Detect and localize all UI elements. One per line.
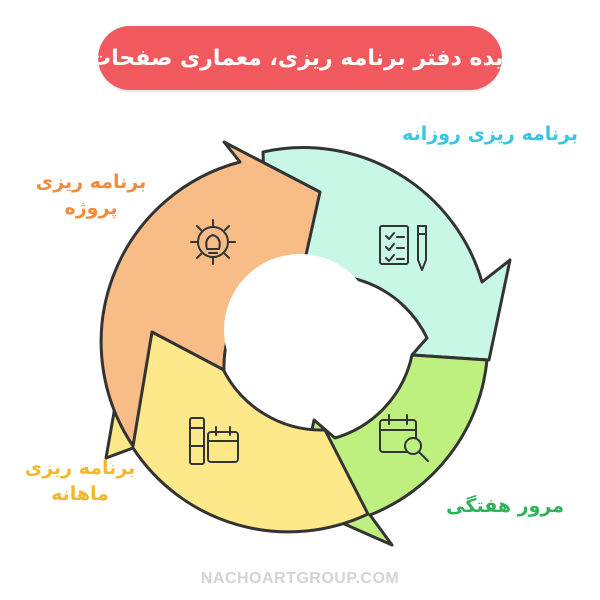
stage-daily-label: برنامه ریزی روزانه: [402, 122, 578, 148]
stage-monthly-label: برنامه ریزی ماهانه: [10, 456, 150, 507]
stage-weekly-label-text: مرور هفتگی: [446, 495, 564, 517]
calendar-search-icon: [379, 414, 429, 462]
page-title: ایده دفتر برنامه ریزی، معماری صفحات: [89, 45, 511, 71]
gear-bulb-icon: [190, 219, 236, 265]
footer-watermark: NACHOARTGROUP.COM: [200, 570, 400, 587]
stage-monthly-label-line1: برنامه ریزی: [24, 457, 136, 479]
checklist-pen-icon: [379, 225, 427, 271]
notebook-calendar-icon: [189, 417, 239, 465]
stage-monthly-label-line2: ماهانه: [51, 482, 109, 505]
stage-project-label-line1: برنامه ریزی: [35, 171, 147, 193]
stage-project-label: برنامه ریزی پروژه: [26, 170, 156, 221]
center-hole: [224, 254, 376, 406]
stage-weekly-label: مرور هفتگی: [446, 494, 564, 520]
title-banner: ایده دفتر برنامه ریزی، معماری صفحات: [89, 26, 511, 90]
stage-daily-label-text: برنامه ریزی روزانه: [402, 123, 578, 145]
stage-project-label-line2: پروژه: [64, 196, 118, 219]
